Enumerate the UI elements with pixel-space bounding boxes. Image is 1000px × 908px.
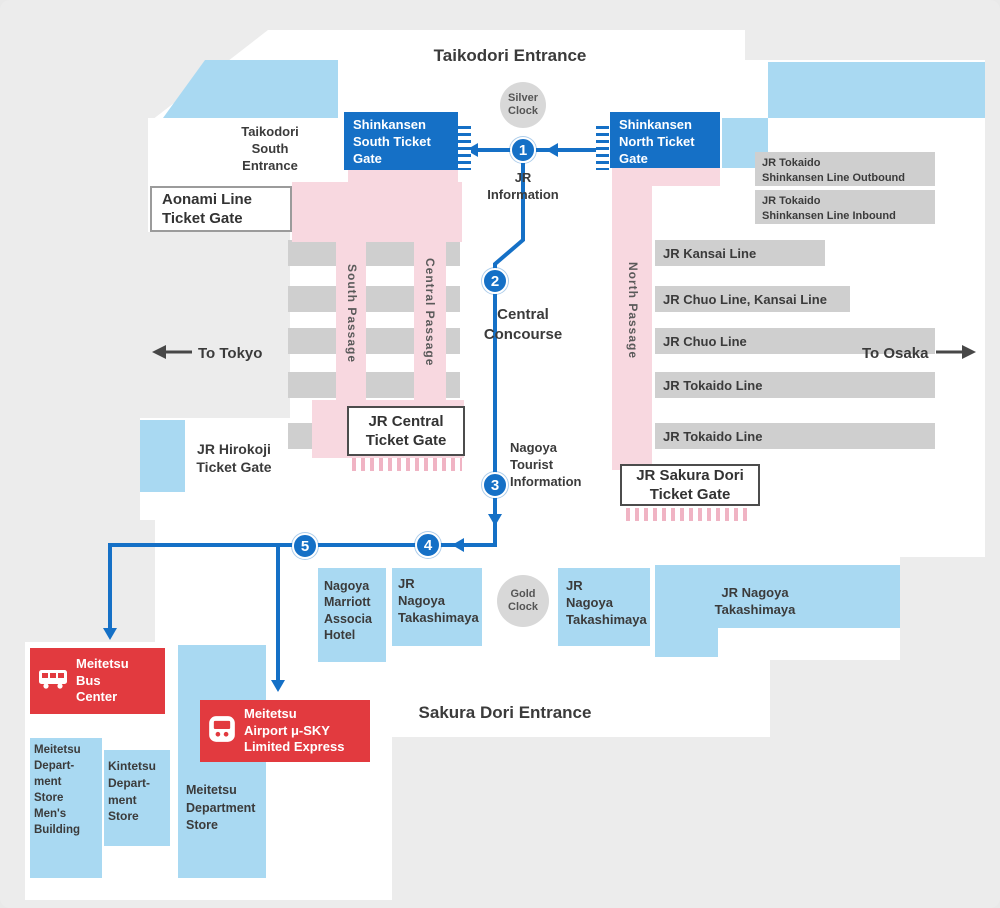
jr-sakura-dori-gate-label: JR Sakura Dori Ticket Gate	[620, 464, 760, 506]
building-block	[140, 420, 185, 492]
ticket-gate-comb-icon	[352, 458, 462, 471]
route-stop-5: 5	[292, 533, 318, 559]
to-tokyo-arrow-icon	[152, 345, 166, 359]
meitetsu-bus-center-label: Meitetsu Bus Center	[76, 656, 129, 705]
ticket-gate-comb-icon	[596, 126, 609, 170]
buildings-layer	[30, 60, 985, 878]
jr-hirokoji-gate-label: JR Hirokoji Ticket Gate	[196, 441, 272, 476]
footprint-shape	[392, 655, 770, 737]
line-label: JR Tokaido Line	[663, 378, 763, 393]
route-arrow-icon	[103, 628, 117, 640]
route-stop-3: 3	[482, 472, 508, 498]
meitetsu-mens-label: Meitetsu Depart- ment Store Men's Buildi…	[34, 744, 81, 837]
taikodori-south-entrance-label: Taikodori South Entrance	[241, 124, 299, 173]
jr-central-gate-label: JR Central Ticket Gate	[347, 406, 465, 456]
to-osaka-arrow-icon	[962, 345, 976, 359]
route-arrow-icon	[546, 143, 558, 157]
route-arrow-icon	[488, 514, 502, 526]
aonami-gate-label: Aonami Line Ticket Gate	[150, 186, 292, 232]
passage-block	[612, 164, 720, 186]
sakura-dori-entrance-title: Sakura Dori Entrance	[418, 703, 592, 722]
route-stop-2: 2	[482, 268, 508, 294]
meitetsu-airport-express-box: Meitetsu Airport μ-SKY Limited Express	[200, 700, 370, 762]
passage-block	[292, 182, 462, 242]
marriott-hotel-label: Nagoya Marriott Associa Hotel	[324, 579, 372, 642]
passage-block	[348, 168, 458, 188]
route-stop-4: 4	[415, 532, 441, 558]
platform-bar	[755, 152, 935, 186]
south-passage-strip	[336, 240, 366, 420]
footprint-notch	[718, 628, 900, 657]
gold-clock: Gold Clock	[497, 575, 549, 627]
central-passage-label: Central Passage	[423, 258, 437, 367]
bus-icon	[38, 667, 68, 696]
tourist-information-label: Nagoya Tourist Information	[510, 440, 582, 489]
platform-bar	[655, 423, 935, 449]
route-arrow-icon	[271, 680, 285, 692]
line-label: JR Chuo Line	[663, 334, 747, 349]
silver-clock: Silver Clock	[500, 82, 546, 128]
central-passage-strip	[414, 240, 446, 420]
route-arrow-icon	[466, 143, 478, 157]
to-tokyo-label: To Tokyo	[198, 345, 263, 362]
building-block	[768, 62, 985, 118]
platform-bar	[655, 286, 850, 312]
takashimaya-block	[558, 568, 650, 646]
north-passage-strip	[612, 186, 652, 470]
train-icon	[208, 715, 236, 748]
platform-bar	[755, 190, 935, 224]
shinkansen-outbound-label: JR Tokaido Shinkansen Line Outbound	[762, 157, 905, 184]
line-label: JR Kansai Line	[663, 246, 757, 261]
takashimaya-label: JR Nagoya Takashimaya	[398, 576, 479, 625]
line-label: JR Tokaido Line	[663, 429, 763, 444]
takashimaya-block	[392, 568, 482, 646]
shinkansen-south-gate-label: Shinkansen South Ticket Gate	[344, 112, 458, 170]
platform-bar	[655, 372, 935, 398]
taikodori-entrance-title: Taikodori Entrance	[433, 46, 587, 65]
takashimaya-label: JR Nagoya Takashimaya	[714, 585, 796, 617]
kintetsu-label: Kintetsu Depart- ment Store	[108, 759, 156, 824]
route-stop-1: 1	[510, 137, 536, 163]
route-arrow-icon	[452, 538, 464, 552]
platform-bar	[655, 328, 935, 354]
ticket-gate-comb-icon	[626, 508, 750, 521]
north-passage-label: North Passage	[626, 262, 640, 360]
takashimaya-label: JR Nagoya Takashimaya	[566, 578, 647, 627]
meitetsu-airport-express-label: Meitetsu Airport μ-SKY Limited Express	[244, 706, 345, 755]
ticket-gate-comb-icon	[458, 126, 471, 170]
marriott-block	[318, 568, 386, 662]
shinkansen-inbound-label: JR Tokaido Shinkansen Line Inbound	[762, 195, 896, 222]
meitetsu-bus-center-box: Meitetsu Bus Center	[30, 648, 165, 714]
route-line	[108, 163, 525, 630]
building-block	[163, 60, 338, 118]
jr-information-label: JR Information	[487, 170, 559, 202]
kintetsu-block	[104, 750, 170, 846]
south-passage-label: South Passage	[345, 264, 359, 364]
direction-arrows	[152, 345, 976, 359]
to-osaka-label: To Osaka	[862, 345, 929, 362]
meitetsu-dept-label: Meitetsu Department Store	[186, 783, 256, 832]
meitetsu-mens-block	[30, 738, 102, 878]
platform-bar	[655, 240, 825, 266]
line-label: JR Chuo Line, Kansai Line	[663, 292, 827, 307]
central-concourse-label: Central Concourse	[483, 306, 563, 343]
shinkansen-north-gate-label: Shinkansen North Ticket Gate	[610, 112, 720, 168]
